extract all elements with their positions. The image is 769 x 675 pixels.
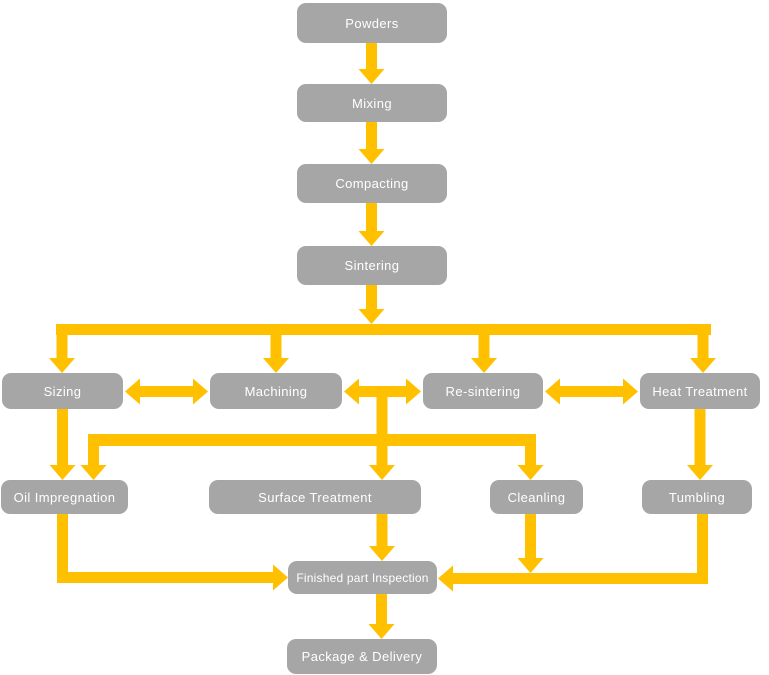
arrow-bar2-to-oil-impregnation (80, 434, 107, 480)
node-compacting: Compacting (297, 164, 447, 203)
node-sizing: Sizing (2, 373, 123, 409)
node-cleanling-label: Cleanling (507, 489, 566, 505)
node-heat-treatment: Heat Treatment (640, 373, 760, 409)
node-mixing-label: Mixing (352, 95, 392, 111)
node-cleanling: Cleanling (490, 480, 583, 514)
arrow-cleanling-to-inspection (517, 514, 544, 573)
arrow-powders-to-mixing (358, 43, 385, 84)
arrow-tumbling-to-inspection (438, 514, 708, 592)
node-oil-impregnation-label: Oil Impregnation (13, 489, 116, 505)
node-finished-part-inspection: Finished part Inspection (288, 561, 437, 594)
arrow-machining-to-surface-treatment (369, 391, 395, 480)
arrow-compacting-to-sintering (358, 203, 385, 246)
node-surface-treatment-label: Surface Treatment (258, 489, 372, 505)
arrow-sizing-to-oil-impregnation (49, 409, 76, 480)
arrow-heat-treatment-to-tumbling (687, 409, 713, 480)
arrow-oil-impregnation-to-inspection (57, 514, 288, 591)
node-heat-treatment-label: Heat Treatment (652, 383, 748, 399)
node-tumbling: Tumbling (642, 480, 752, 514)
node-re-sintering: Re-sintering (423, 373, 543, 409)
node-compacting-label: Compacting (335, 176, 409, 191)
node-re-sintering-label: Re-sintering (445, 383, 521, 399)
arrow-sizing-machining-bidirectional (125, 378, 208, 405)
node-powders-label: Powders (345, 15, 399, 31)
arrow-sintering-to-branch-bar (358, 285, 385, 324)
arrow-mixing-to-compacting (358, 122, 385, 164)
node-surface-treatment: Surface Treatment (209, 480, 421, 514)
arrow-inspection-to-package (368, 594, 395, 639)
node-package-delivery-label: Package & Delivery (301, 649, 423, 664)
node-finished-part-inspection-label: Finished part Inspection (296, 570, 429, 585)
node-powders: Powders (297, 3, 447, 43)
node-oil-impregnation: Oil Impregnation (1, 480, 128, 514)
arrow-bar1-to-sizing (49, 335, 75, 373)
branch-bar-2 (88, 434, 536, 446)
node-sintering: Sintering (297, 246, 447, 285)
arrow-bar2-to-cleanling (517, 434, 544, 480)
arrow-re-sintering-heat-treatment-bidirectional (545, 378, 638, 405)
arrow-bar1-to-re-sintering (471, 335, 497, 373)
arrow-bar1-to-machining (263, 335, 289, 373)
node-tumbling-label: Tumbling (668, 489, 726, 505)
node-machining-label: Machining (244, 383, 308, 399)
node-machining: Machining (210, 373, 342, 409)
node-sintering-label: Sintering (344, 258, 400, 273)
arrow-surface-treatment-to-inspection (369, 514, 395, 561)
node-sizing-label: Sizing (43, 383, 82, 399)
arrow-bar1-to-heat-treatment (690, 335, 716, 373)
node-mixing: Mixing (297, 84, 447, 122)
branch-bar-1 (56, 324, 711, 335)
node-package-delivery: Package & Delivery (287, 639, 437, 674)
